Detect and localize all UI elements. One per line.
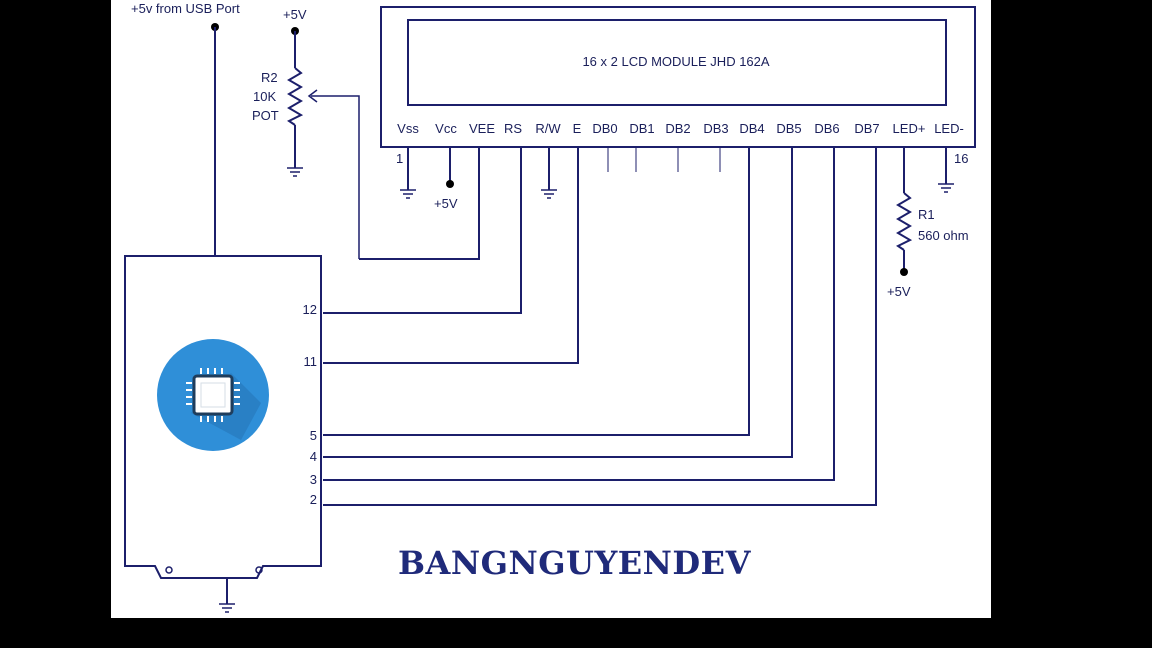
db6-wire xyxy=(323,148,835,481)
lcd-pin-label: LED+ xyxy=(893,121,926,136)
usb-supply-label: +5v from USB Port xyxy=(131,1,240,16)
r2-label: R2 xyxy=(261,70,278,85)
lcd-pin-label: Vcc xyxy=(435,121,457,136)
r2-type: POT xyxy=(252,108,279,123)
db7-wire xyxy=(323,148,877,506)
r2-value: 10K xyxy=(253,89,276,104)
vcc-node xyxy=(446,180,454,188)
e-wire xyxy=(323,148,579,364)
r1-vcc-label: +5V xyxy=(887,284,911,299)
lcd-pin-label: DB0 xyxy=(592,121,617,136)
lcd-pin-label: DB1 xyxy=(629,121,654,136)
db4-wire xyxy=(323,148,750,436)
lcd-pin-label: DB2 xyxy=(665,121,690,136)
lcd-pin-label: DB4 xyxy=(739,121,764,136)
board-pin-number: 11 xyxy=(304,354,318,369)
lcd-pin-label: DB3 xyxy=(703,121,728,136)
lcd-pin-label: E xyxy=(573,121,582,136)
rs-wire xyxy=(323,148,522,314)
r1-label: R1 xyxy=(918,207,935,222)
lcd-pin-label: LED- xyxy=(934,121,964,136)
pot-wiper-wire xyxy=(311,95,360,259)
r1-value: 560 ohm xyxy=(918,228,969,243)
lcd-pin-label: DB6 xyxy=(814,121,839,136)
vcc-label: +5V xyxy=(434,196,458,211)
board-mount-hole xyxy=(165,566,173,574)
board-pin-number: 5 xyxy=(310,428,317,443)
r1-resistor-symbol xyxy=(896,192,913,251)
pot-wiper-arrow-icon xyxy=(307,89,318,103)
rw-ground-icon xyxy=(541,189,557,199)
board-pin-number: 12 xyxy=(303,302,317,317)
lcd-pin-label: DB5 xyxy=(776,121,801,136)
board-ground-icon xyxy=(219,603,235,613)
lcd-pin-label: DB7 xyxy=(854,121,879,136)
pot-ground-icon xyxy=(287,167,303,177)
pot-resistor-symbol xyxy=(287,67,304,126)
board-pin-number: 4 xyxy=(310,449,317,464)
lcd-pin-labels: Vss Vcc VEE RS R/W E DB0 DB1 DB2 DB3 DB4… xyxy=(397,121,964,136)
brand-title: BANGNGUYENDEV xyxy=(398,544,752,582)
lcd-pin-label: Vss xyxy=(397,121,419,136)
lcd-first-pin-number: 1 xyxy=(396,151,403,166)
lcd-pin-label: VEE xyxy=(469,121,495,136)
vss-ground-icon xyxy=(400,189,416,199)
board-pin-number: 2 xyxy=(310,492,317,507)
schematic-canvas: +5v from USB Port +5V R2 10K POT 16 x 2 … xyxy=(111,0,991,618)
microcontroller-chip-icon xyxy=(157,339,269,451)
lcd-screen xyxy=(407,19,947,106)
ledminus-ground-icon xyxy=(938,183,954,193)
lcd-pin-label: RS xyxy=(504,121,522,136)
pot-vcc-label: +5V xyxy=(283,7,307,22)
circuit-diagram: +5v from USB Port +5V R2 10K POT 16 x 2 … xyxy=(124,1,976,613)
board-mount-hole xyxy=(255,566,263,574)
board-pin-number: 3 xyxy=(310,472,317,487)
lcd-last-pin-number: 16 xyxy=(954,151,968,166)
db5-wire xyxy=(323,148,793,458)
lcd-title: 16 x 2 LCD MODULE JHD 162A xyxy=(582,54,769,69)
vee-wire xyxy=(359,148,480,260)
lcd-pin-label: R/W xyxy=(535,121,561,136)
r1-vcc-node xyxy=(900,268,908,276)
